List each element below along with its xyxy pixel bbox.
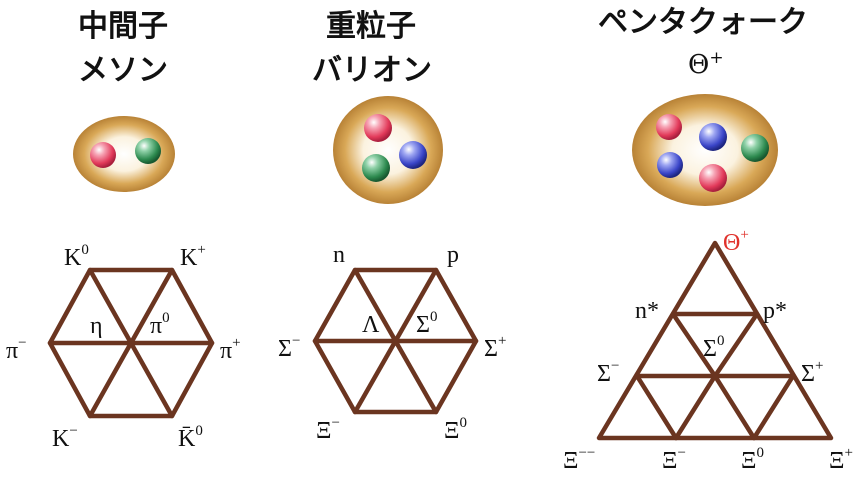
theta-symbol: Θ bbox=[688, 50, 710, 80]
pentaquark-particle-icon bbox=[632, 94, 778, 206]
blue-quark-icon bbox=[699, 123, 727, 151]
pentaquark-grid-line bbox=[751, 373, 796, 441]
baryon-octet-hexagon bbox=[312, 267, 479, 415]
red-quark-icon bbox=[364, 114, 392, 142]
pentaquark-triangle-outline bbox=[596, 240, 834, 441]
pentaquark-antidecuplet-triangle bbox=[596, 240, 834, 441]
pentaquark-grid-line bbox=[712, 311, 760, 379]
label-sigmaplus: Σ+ bbox=[801, 358, 823, 387]
blue-antiquark-icon bbox=[657, 152, 683, 178]
baryon-particle-icon bbox=[333, 96, 443, 204]
label-sigmaminus: Σ− bbox=[278, 333, 300, 362]
meson-octet-hexagon bbox=[47, 267, 215, 419]
label-sigmaplus: Σ+ bbox=[484, 333, 506, 362]
label-piplus: π+ bbox=[220, 335, 241, 364]
baryon-title-kanji: 重粒子 bbox=[326, 9, 416, 44]
pentaquark-title: ペンタクォーク bbox=[598, 5, 808, 40]
pentaquark-theta-title: Θ+ bbox=[688, 48, 724, 80]
baryon-title-katakana: バリオン bbox=[312, 53, 432, 88]
pentaquark-grid-line bbox=[670, 311, 718, 379]
label-ximinus: Ξ− bbox=[316, 415, 340, 444]
green-quark-icon bbox=[741, 134, 769, 162]
label-sigma0: Σ0 bbox=[416, 309, 437, 338]
label-piminus: π− bbox=[6, 335, 27, 364]
blue-quark-icon bbox=[399, 141, 427, 169]
theta-charge: + bbox=[709, 48, 724, 68]
label-p: p bbox=[447, 242, 459, 268]
label-nstar: n* bbox=[635, 298, 659, 324]
label-ximinusminus: Ξ−− bbox=[563, 445, 595, 474]
baryon-cloud bbox=[333, 96, 443, 204]
label-pstar: p* bbox=[763, 298, 787, 324]
label-k0: K0 bbox=[64, 242, 89, 271]
meson-particle-icon bbox=[73, 116, 175, 192]
label-sigmaminus: Σ− bbox=[597, 358, 619, 387]
label-sigma0: Σ0 bbox=[703, 333, 724, 362]
meson-axis-line bbox=[87, 267, 175, 419]
red-quark-icon bbox=[656, 114, 682, 140]
label-ximinus: Ξ− bbox=[662, 445, 686, 474]
label-lambda: Λ bbox=[362, 312, 380, 338]
label-theta-plus: Θ+ bbox=[723, 227, 749, 256]
label-xiplus: Ξ+ bbox=[829, 445, 853, 474]
meson-title-kanji: 中間子 bbox=[78, 9, 168, 44]
label-n: n bbox=[333, 242, 345, 268]
label-kminus: K− bbox=[52, 423, 78, 452]
label-xi0: Ξ0 bbox=[741, 445, 764, 474]
green-quark-icon bbox=[362, 154, 390, 182]
meson-cloud bbox=[73, 116, 175, 192]
label-kplus: K+ bbox=[180, 242, 206, 271]
pentaquark-grid-line bbox=[634, 373, 679, 441]
label-eta: η bbox=[90, 313, 103, 339]
pentaquark-grid-line bbox=[712, 373, 757, 441]
label-k0bar: K̄0 bbox=[178, 423, 203, 452]
label-xi0: Ξ0 bbox=[444, 415, 467, 444]
red-quark-icon bbox=[90, 142, 116, 168]
red-antiquark-icon bbox=[699, 164, 727, 192]
baryon-axis-line bbox=[352, 267, 439, 415]
meson-title-katakana: メソン bbox=[78, 53, 168, 88]
pentaquark-grid-line bbox=[673, 373, 718, 441]
label-pi0: π0 bbox=[150, 310, 170, 339]
green-quark-icon bbox=[135, 138, 161, 164]
